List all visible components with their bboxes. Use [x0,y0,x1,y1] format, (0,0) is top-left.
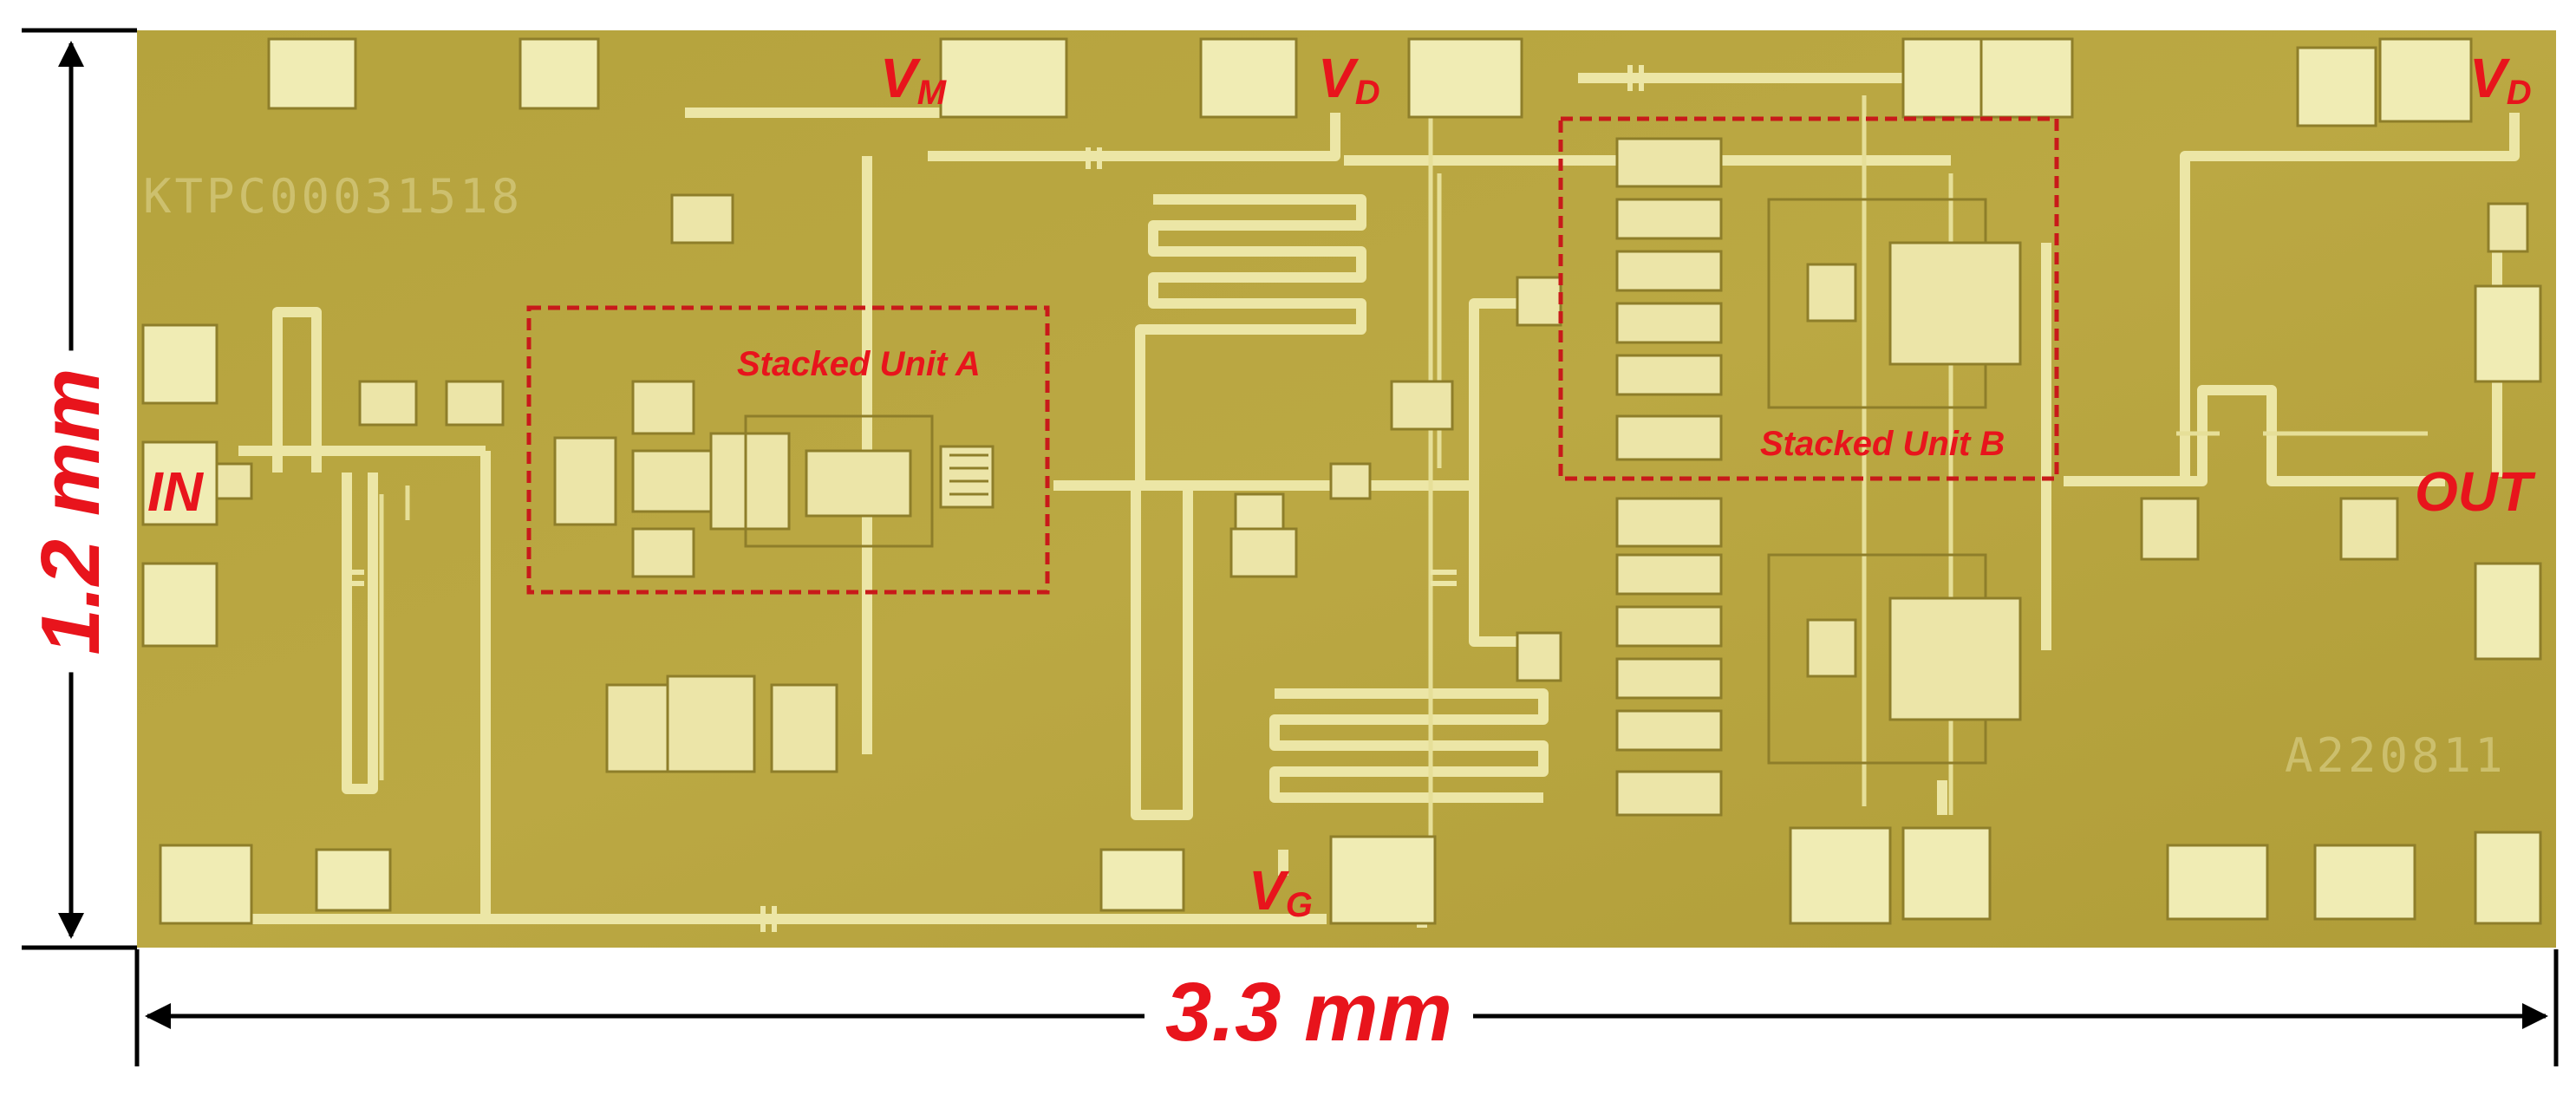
port-vd-top-label: VD [1318,47,1380,112]
die-id-marking: KTPC00031518 [143,169,524,224]
small-components [215,193,2529,773]
height-label: 1.2 mm [24,350,117,673]
capacitors [342,65,1644,932]
port-vm-label: VM [880,47,947,112]
unit-a-label: Stacked Unit A [737,345,981,383]
unit-a-box [526,305,1050,595]
region-boxes [526,116,2059,595]
unit-a-devices [553,380,995,578]
port-vg-label: VG [1249,859,1313,924]
width-label: 3.3 mm [1145,971,1473,1054]
unit-b-devices [1615,137,2022,817]
height-dimension: 1.2 mm [24,329,117,694]
port-out-label: OUT [2415,460,2533,523]
unit-b-label: Stacked Unit B [1760,425,2005,463]
bond-pads [141,37,2542,925]
port-in-label: IN [147,460,203,523]
port-vd-right-label: VD [2469,47,2532,112]
unit-b-box [1558,116,2059,481]
date-code-marking: A220811 [2285,728,2507,783]
